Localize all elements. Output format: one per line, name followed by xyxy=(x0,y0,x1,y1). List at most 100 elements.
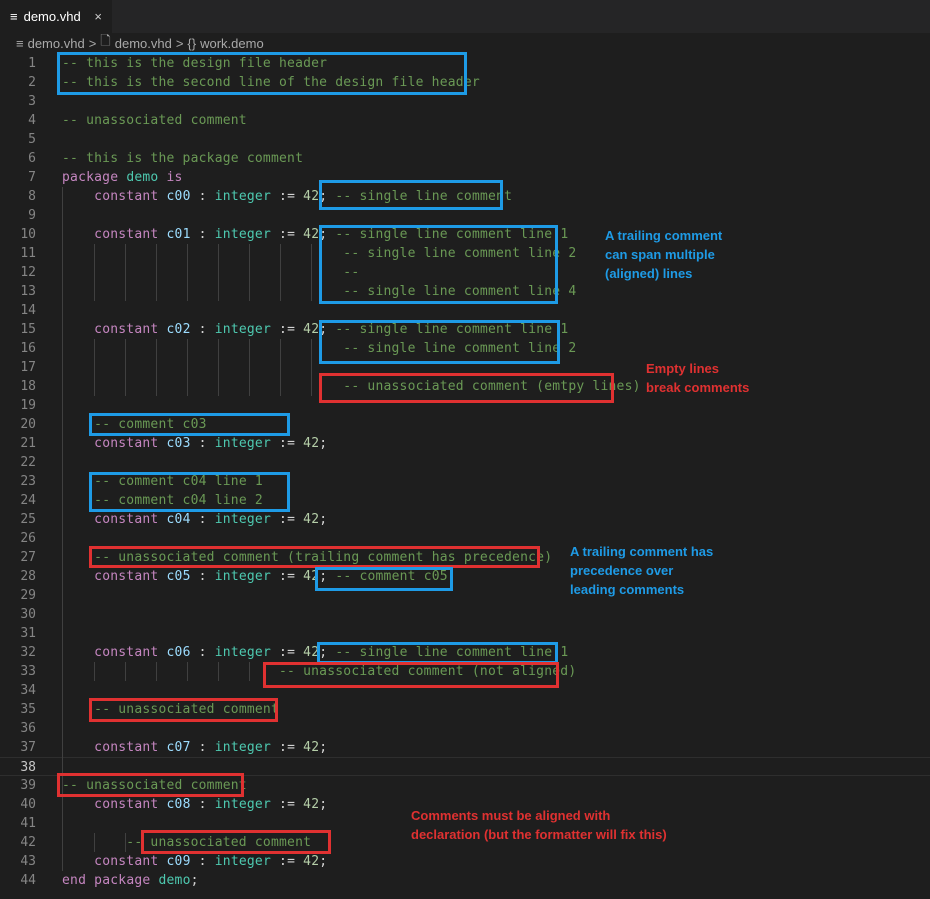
code-line[interactable]: 5 xyxy=(0,130,930,149)
breadcrumb-item-file-symbol[interactable]: demo.vhd xyxy=(114,35,172,51)
unassociated-comment-highlight xyxy=(319,373,614,403)
code-line[interactable]: 34 xyxy=(0,681,930,700)
indent-guide xyxy=(249,339,250,396)
associated-comment-highlight xyxy=(57,52,467,95)
code-line[interactable]: 42 -- unassociated comment xyxy=(0,833,930,852)
code-text: -- unassociated comment xyxy=(126,835,312,850)
file-lines-icon: ≡ xyxy=(16,35,24,51)
code-line[interactable]: 36 xyxy=(0,719,930,738)
code-line[interactable]: 20 -- comment c03 xyxy=(0,415,930,434)
line-number: 10 xyxy=(20,227,36,242)
code-line[interactable]: 27 -- unassociated comment (trailing com… xyxy=(0,548,930,567)
annotation-alignment: Comments must be aligned with declaratio… xyxy=(411,808,667,842)
breadcrumb: ≡ demo.vhd > 🗋 demo.vhd > {} work.demo xyxy=(0,33,930,53)
line-number: 33 xyxy=(20,664,36,679)
code-line[interactable]: 35 -- unassociated comment xyxy=(0,700,930,719)
chevron-right-icon: > xyxy=(88,35,97,51)
code-line[interactable]: 13 -- single line comment line 4 xyxy=(0,282,930,301)
code-line[interactable]: 4-- unassociated comment xyxy=(0,111,930,130)
code-line[interactable]: 11 -- single line comment line 2 xyxy=(0,244,930,263)
code-text: constant c01 : integer := 42; -- single … xyxy=(94,227,569,242)
indent-guide xyxy=(311,339,312,396)
line-number: 32 xyxy=(20,645,36,660)
code-text: constant c04 : integer := 42; xyxy=(94,512,328,527)
code-line[interactable]: 2-- this is the second line of the desig… xyxy=(0,73,930,92)
code-text: -- single line comment line 2 xyxy=(343,246,577,261)
indent-guide xyxy=(311,244,312,301)
code-line[interactable]: 9 xyxy=(0,206,930,225)
line-number: 36 xyxy=(20,721,36,736)
code-line[interactable]: 24 -- comment c04 line 2 xyxy=(0,491,930,510)
line-number: 7 xyxy=(28,170,36,185)
code-line[interactable]: 30 xyxy=(0,605,930,624)
line-number: 13 xyxy=(20,284,36,299)
code-line[interactable]: 14 xyxy=(0,301,930,320)
indent-guide xyxy=(187,662,188,681)
code-line[interactable]: 39-- unassociated comment xyxy=(0,776,930,795)
close-icon[interactable]: × xyxy=(94,9,102,24)
line-number: 38 xyxy=(20,760,36,775)
associated-comment-highlight xyxy=(317,642,558,664)
code-line[interactable]: 21 constant c03 : integer := 42; xyxy=(0,434,930,453)
unassociated-comment-highlight xyxy=(89,698,278,722)
unassociated-comment-highlight xyxy=(57,773,244,797)
code-line[interactable]: 32 constant c06 : integer := 42; -- sing… xyxy=(0,643,930,662)
breadcrumb-item-package[interactable]: work.demo xyxy=(200,35,264,51)
code-line[interactable]: 28 constant c05 : integer := 42; -- comm… xyxy=(0,567,930,586)
code-line[interactable]: 17 xyxy=(0,358,930,377)
code-line[interactable]: 22 xyxy=(0,453,930,472)
line-number: 2 xyxy=(28,75,36,90)
code-text: constant c05 : integer := 42; -- comment… xyxy=(94,569,448,584)
code-line[interactable]: 33 -- unassociated comment (not aligned) xyxy=(0,662,930,681)
code-text: -- unassociated comment xyxy=(62,113,247,128)
code-line[interactable]: 38 xyxy=(0,757,930,776)
code-line[interactable]: 31 xyxy=(0,624,930,643)
code-line[interactable]: 26 xyxy=(0,529,930,548)
indent-guide xyxy=(156,339,157,396)
code-line[interactable]: 6-- this is the package comment xyxy=(0,149,930,168)
line-number: 8 xyxy=(28,189,36,204)
code-line[interactable]: 43 constant c09 : integer := 42; xyxy=(0,852,930,871)
line-number: 19 xyxy=(20,398,36,413)
code-line[interactable]: 1-- this is the design file header xyxy=(0,54,930,73)
code-line[interactable]: 23 -- comment c04 line 1 xyxy=(0,472,930,491)
file-icon: 🗋 xyxy=(100,33,111,48)
code-text: -- unassociated comment (not aligned) xyxy=(279,664,577,679)
code-line[interactable]: 12 -- xyxy=(0,263,930,282)
code-line[interactable]: 40 constant c08 : integer := 42; xyxy=(0,795,930,814)
associated-comment-highlight xyxy=(89,413,290,436)
code-line[interactable]: 37 constant c07 : integer := 42; xyxy=(0,738,930,757)
indent-guide xyxy=(125,833,126,852)
tab-demo-vhd[interactable]: ≡ demo.vhd × xyxy=(0,0,112,33)
code-line[interactable]: 3 xyxy=(0,92,930,111)
code-line[interactable]: 8 constant c00 : integer := 42; -- singl… xyxy=(0,187,930,206)
line-number: 24 xyxy=(20,493,36,508)
line-number: 30 xyxy=(20,607,36,622)
code-line[interactable]: 41 xyxy=(0,814,930,833)
breadcrumb-item-file[interactable]: demo.vhd xyxy=(27,35,85,51)
code-text: constant c02 : integer := 42; -- single … xyxy=(94,322,569,337)
line-number: 9 xyxy=(28,208,36,223)
indent-guide xyxy=(62,187,63,871)
associated-comment-highlight xyxy=(319,225,558,304)
indent-guide xyxy=(156,244,157,301)
code-line[interactable]: 10 constant c01 : integer := 42; -- sing… xyxy=(0,225,930,244)
code-line[interactable]: 25 constant c04 : integer := 42; xyxy=(0,510,930,529)
code-text: constant c06 : integer := 42; -- single … xyxy=(94,645,569,660)
line-number: 1 xyxy=(28,56,36,71)
code-line[interactable]: 29 xyxy=(0,586,930,605)
line-number: 34 xyxy=(20,683,36,698)
code-line[interactable]: 16 -- single line comment line 2 xyxy=(0,339,930,358)
indent-guide xyxy=(125,662,126,681)
code-line[interactable]: 15 constant c02 : integer := 42; -- sing… xyxy=(0,320,930,339)
indent-guide xyxy=(249,244,250,301)
associated-comment-highlight xyxy=(319,320,560,364)
code-line[interactable]: 18 -- unassociated comment (emtpy lines) xyxy=(0,377,930,396)
indent-guide xyxy=(218,244,219,301)
code-line[interactable]: 19 xyxy=(0,396,930,415)
unassociated-comment-highlight xyxy=(263,662,559,688)
code-text: constant c03 : integer := 42; xyxy=(94,436,328,451)
